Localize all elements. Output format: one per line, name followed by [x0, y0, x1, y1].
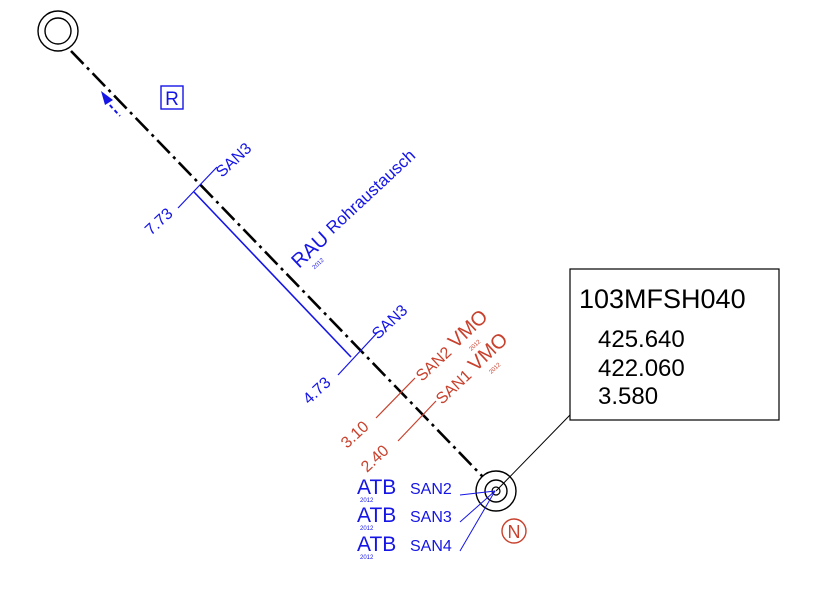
node-annotation-1-code: ATB — [357, 476, 396, 499]
red-marker-2-label: SAN1 — [433, 367, 475, 408]
node-annotation-leader-2 — [459, 490, 496, 523]
red-marker-2-distance: 2.40 — [358, 442, 392, 476]
start-distance: 7.73 — [142, 205, 176, 239]
node-annotation-leader-1 — [459, 490, 496, 496]
value-1: 425.640 — [598, 326, 685, 353]
node-annotation-2-label: SAN3 — [410, 509, 452, 526]
r-marker[interactable]: R — [160, 85, 184, 110]
node-annotation-leader-3 — [459, 490, 496, 552]
info-box-leader — [495, 414, 571, 492]
start-tick — [177, 166, 218, 209]
end-tick — [337, 332, 378, 376]
measure-text: Rohraustausch — [323, 146, 420, 238]
flow-direction-arrow — [101, 91, 121, 117]
end-distance: 4.73 — [300, 374, 334, 408]
end-label: SAN3 — [369, 302, 411, 343]
n-marker[interactable]: N — [501, 518, 527, 544]
node-annotation-3-label: SAN4 — [410, 538, 452, 555]
node-annotation-2[interactable]: ATB SAN3 2012 — [357, 504, 452, 532]
red-marker-2-text: SAN1 VMO 2012 — [433, 329, 512, 408]
info-box[interactable]: 103MFSH040 425.640 422.060 3.580 — [569, 268, 780, 421]
rehab-section-line — [193, 191, 352, 358]
start-label: SAN3 — [213, 140, 255, 181]
value-2: 422.060 — [598, 355, 685, 382]
red-tick-1 — [375, 377, 416, 419]
structure-id: 103MFSH040 — [579, 284, 746, 314]
measure-label: RAU Rohraustausch 2012 — [287, 146, 420, 273]
value-3: 3.580 — [598, 383, 658, 410]
red-marker-1-label: SAN2 — [413, 344, 455, 385]
node-annotation-3[interactable]: ATB SAN4 2012 — [357, 533, 452, 561]
node-annotation-2-code: ATB — [357, 504, 396, 527]
top-manhole-node[interactable] — [37, 10, 79, 52]
pipe-centerline — [70, 50, 485, 479]
node-annotation-3-code: ATB — [357, 533, 396, 556]
node-annotation-1-year: 2012 — [360, 498, 374, 504]
red-marker-1-distance: 3.10 — [338, 418, 372, 452]
measure-code: RAU — [287, 228, 333, 273]
info-box-frame — [569, 268, 780, 421]
node-annotation-1-label: SAN2 — [410, 481, 452, 498]
node-annotations: ATB SAN2 2012 ATB SAN3 2012 ATB SAN4 201… — [357, 476, 496, 561]
n-marker-label: N — [508, 522, 521, 542]
node-annotation-3-year: 2012 — [360, 555, 374, 561]
node-annotation-1[interactable]: ATB SAN2 2012 — [357, 476, 452, 504]
red-tick-2 — [397, 400, 437, 442]
rehab-section[interactable]: SAN3 7.73 SAN3 4.73 RAU Rohraustausch 20… — [142, 140, 426, 408]
node-annotation-2-year: 2012 — [360, 526, 374, 532]
r-marker-label: R — [165, 89, 179, 110]
